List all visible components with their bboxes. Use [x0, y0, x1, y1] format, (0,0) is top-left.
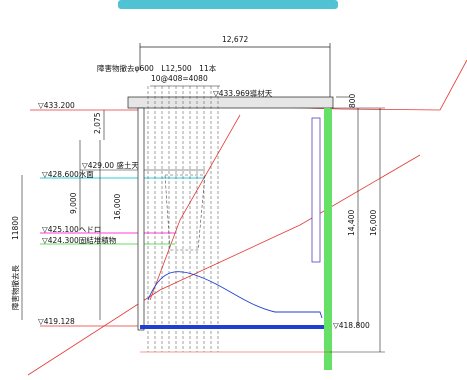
dim-2075: 2,075 [93, 112, 102, 134]
right-column-green [324, 108, 332, 370]
elev-right-bottom: ▽418.800 [333, 321, 370, 330]
dim-top-width: 12,672 [222, 35, 248, 44]
elev-water: ▽428.600水面 [42, 169, 94, 179]
elev-solid: ▽424.300固結堆積物 [42, 235, 117, 245]
removal-spec-label: 障害物撤去φ600 L12,500 11本 [97, 63, 217, 73]
elev-mud: ▽425.100ヘドロ [42, 225, 101, 234]
pile-spacing-label: 10@408=4080 [151, 74, 208, 83]
left-wall [137, 107, 145, 331]
pile-lines [147, 86, 219, 352]
dim-14400: 14,400 [347, 210, 356, 236]
fill-wedge [164, 174, 206, 251]
dim-16000-outer: 16,000 [369, 210, 378, 236]
dim-11800: 11800 [11, 216, 20, 240]
dim-9000: 9,000 [69, 192, 78, 214]
guide-beam [127, 96, 334, 109]
bottom-blue-band [140, 325, 325, 329]
fill-slope-red [149, 114, 241, 301]
elev-ground: ▽433.200 [38, 101, 75, 110]
removal-length: 障害物撤去長 [10, 265, 20, 310]
elev-guide-top: ▽433.969導材天 [213, 88, 273, 98]
dim-800: 800 [348, 93, 357, 108]
blue-curve [147, 271, 323, 319]
diagonal-red-line [27, 154, 421, 376]
header-bar [118, 0, 338, 9]
elev-fill-top: ▽429.00 盛土天 [82, 160, 139, 170]
right-inner-column [311, 117, 321, 263]
dim-16000-inner: 16,000 [113, 194, 122, 220]
elev-bottom: ▽419.128 [38, 317, 75, 326]
